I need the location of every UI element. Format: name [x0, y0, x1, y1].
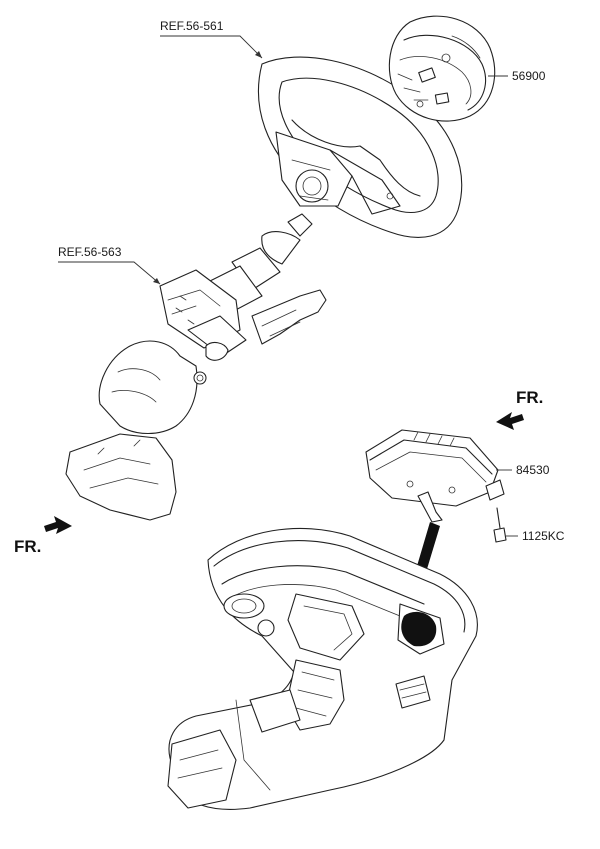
bolt-1125kc	[493, 507, 507, 543]
label-56900: 56900	[512, 69, 546, 83]
instrument-panel	[167, 527, 478, 810]
leader-ref-column	[58, 261, 161, 285]
front-direction-arrow-left	[44, 516, 72, 534]
label-84530: 84530	[516, 463, 550, 477]
label-ref-wheel: REF.56-561	[160, 19, 224, 33]
driver-airbag-module	[388, 15, 496, 122]
label-1125kc: 1125KC	[522, 529, 565, 543]
label-fr-left: FR.	[14, 537, 41, 556]
front-direction-arrow-right	[496, 412, 524, 430]
leader-ref-wheel	[160, 35, 263, 59]
passenger-airbag-module	[365, 429, 505, 523]
label-ref-column: REF.56-563	[58, 245, 122, 259]
label-fr-right: FR.	[516, 388, 543, 407]
steering-column	[65, 213, 327, 521]
